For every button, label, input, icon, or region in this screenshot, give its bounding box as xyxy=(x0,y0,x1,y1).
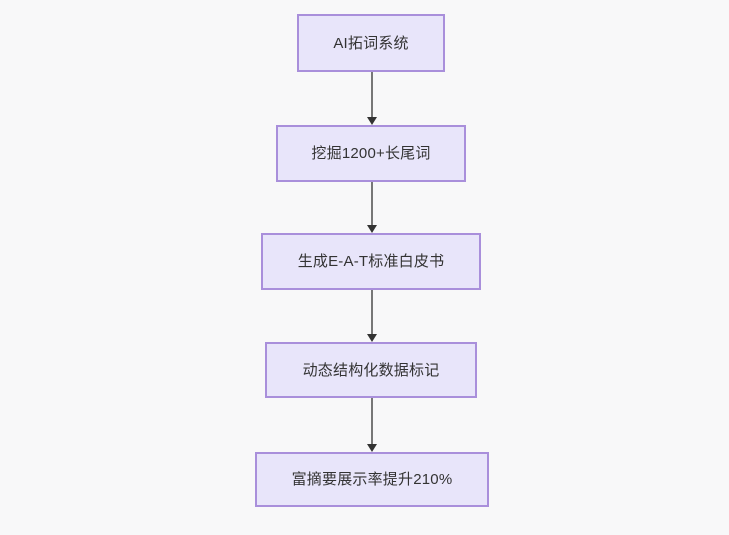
flow-edge-4-to-5 xyxy=(367,398,377,452)
flow-edge-1-to-2 xyxy=(367,72,377,125)
flow-node-label: 挖掘1200+长尾词 xyxy=(311,145,431,162)
arrowhead-icon xyxy=(367,117,377,125)
flow-node-mine-longtail-keywords[interactable]: 挖掘1200+长尾词 xyxy=(276,125,466,182)
flow-edge-3-to-4 xyxy=(367,290,377,342)
flow-node-label: AI拓词系统 xyxy=(333,34,409,52)
arrowhead-icon xyxy=(367,225,377,233)
edge-line xyxy=(371,182,373,226)
edge-line xyxy=(371,290,373,335)
edge-line xyxy=(371,72,373,118)
flow-node-generate-eat-whitepaper[interactable]: 生成E-A-T标准白皮书 xyxy=(261,233,481,290)
arrowhead-icon xyxy=(367,444,377,452)
flow-node-rich-snippet-ctr-uplift[interactable]: 富摘要展示率提升210% xyxy=(255,452,489,507)
flow-node-label: 生成E-A-T标准白皮书 xyxy=(297,253,445,270)
flow-edge-2-to-3 xyxy=(367,182,377,233)
flow-node-label: 动态结构化数据标记 xyxy=(302,361,440,379)
flow-node-label: 富摘要展示率提升210% xyxy=(291,471,453,488)
flow-node-dynamic-structured-data-markup[interactable]: 动态结构化数据标记 xyxy=(265,342,477,398)
flow-node-ai-keyword-system[interactable]: AI拓词系统 xyxy=(297,14,445,72)
edge-line xyxy=(371,398,373,445)
arrowhead-icon xyxy=(367,334,377,342)
